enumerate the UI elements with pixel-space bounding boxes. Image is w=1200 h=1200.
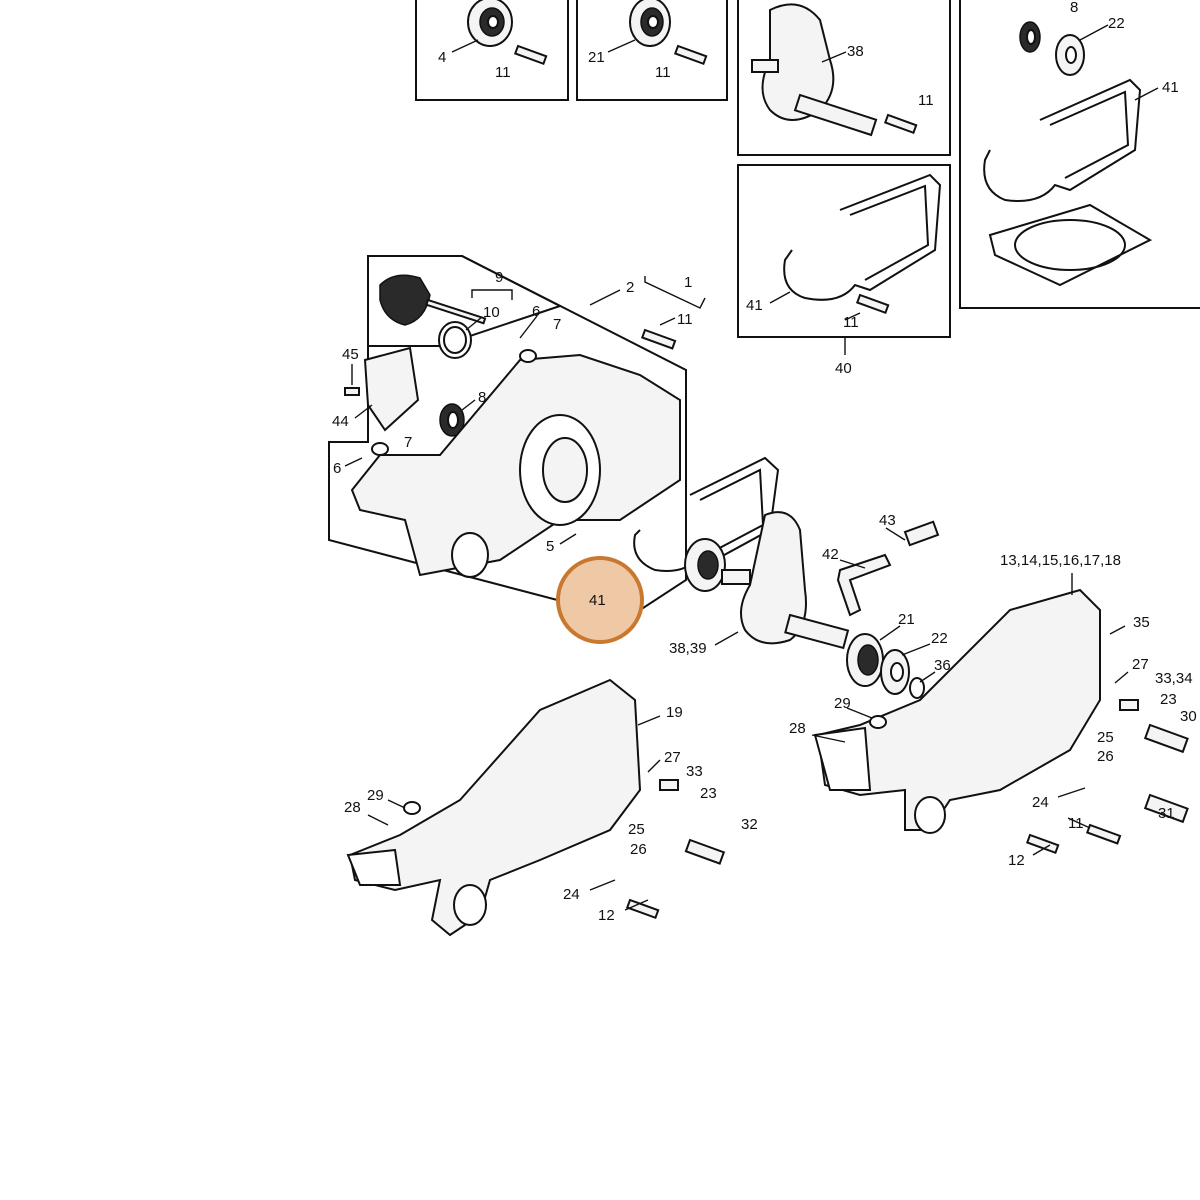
- callout-33b: 33: [686, 763, 703, 780]
- callout-29b: 29: [367, 787, 384, 804]
- callout-1: 1: [684, 274, 692, 291]
- callout-43: 43: [879, 512, 896, 529]
- callout-labels: 4 11 21 11 38 11 8 22 41 41 11 40 9 2 1 …: [332, 0, 1197, 924]
- callout-27b: 27: [664, 749, 681, 766]
- callout-25b: 25: [628, 821, 645, 838]
- cover-44[interactable]: [363, 346, 420, 432]
- callout-22b: 22: [931, 630, 948, 647]
- callout-7a: 7: [553, 316, 561, 333]
- callout-11d: 11: [843, 314, 859, 331]
- callout-25a: 25: [1097, 729, 1114, 746]
- callout-24a: 24: [1032, 794, 1049, 811]
- callout-28a: 28: [789, 720, 806, 737]
- callout-23a: 23: [1160, 691, 1177, 708]
- callout-21b: 21: [898, 611, 915, 628]
- callout-5: 5: [546, 538, 554, 555]
- housing-13-18[interactable]: [813, 588, 1101, 834]
- crankshaft-38-39[interactable]: [721, 511, 850, 650]
- callout-28b: 28: [344, 799, 361, 816]
- callout-12b: 12: [598, 907, 615, 924]
- fasteners: [344, 328, 1189, 920]
- callout-22a: 22: [1108, 15, 1125, 32]
- callout-21a: 21: [588, 49, 605, 66]
- callout-40: 40: [835, 360, 852, 377]
- callout-11b: 11: [655, 64, 671, 81]
- callout-6a: 6: [532, 303, 540, 320]
- bearing-21-seal-22[interactable]: [846, 633, 925, 699]
- callout-9: 9: [495, 269, 503, 286]
- callout-27a: 27: [1132, 656, 1149, 673]
- callout-6b: 6: [333, 460, 341, 477]
- callout-26a: 26: [1097, 748, 1114, 765]
- highlighted-callout-41[interactable]: 41: [556, 556, 644, 644]
- callout-29a: 29: [834, 695, 851, 712]
- box-bearing-4[interactable]: [415, 0, 569, 101]
- box-crankshaft-38[interactable]: [737, 0, 951, 156]
- seal-8[interactable]: [439, 403, 465, 437]
- pipe-42-43[interactable]: [836, 520, 940, 617]
- callout-31: 31: [1158, 805, 1175, 822]
- callout-7b: 7: [404, 434, 412, 451]
- callout-8b: 8: [478, 389, 486, 406]
- callout-33-34a: 33,34: [1155, 670, 1193, 687]
- callout-11f: 11: [1068, 815, 1084, 832]
- callout-12a: 12: [1008, 852, 1025, 869]
- callout-41b: 41: [746, 297, 763, 314]
- callout-26b: 26: [630, 841, 647, 858]
- callout-41a: 41: [1162, 79, 1179, 96]
- callout-30: 30: [1180, 708, 1197, 725]
- bearing-38-39-side[interactable]: [684, 538, 726, 592]
- callout-38-39: 38,39: [669, 640, 707, 657]
- o-ring-10[interactable]: [438, 321, 472, 359]
- oil-pump-9[interactable]: [379, 274, 487, 326]
- callout-38a: 38: [847, 43, 864, 60]
- crankcase-2[interactable]: [350, 353, 681, 578]
- callout-4: 4: [438, 49, 446, 66]
- callout-45: 45: [342, 346, 359, 363]
- callout-11a: 11: [495, 64, 511, 81]
- callout-24b: 24: [563, 886, 580, 903]
- box-bearing-21[interactable]: [576, 0, 728, 101]
- highlight-circle[interactable]: [556, 556, 644, 644]
- callout-42: 42: [822, 546, 839, 563]
- callout-11c: 11: [918, 92, 934, 109]
- callout-23b: 23: [700, 785, 717, 802]
- callout-32: 32: [741, 816, 758, 833]
- callout-2: 2: [626, 279, 634, 296]
- callout-10: 10: [483, 304, 500, 321]
- box-gasket-set-40[interactable]: [737, 164, 951, 338]
- oil-pump-subgroup-outline: [367, 255, 563, 347]
- callout-11e: 11: [677, 311, 693, 328]
- callout-19: 19: [666, 704, 683, 721]
- housing-19[interactable]: [346, 678, 642, 937]
- box-seal-gasket-8-22-41[interactable]: [959, 0, 1200, 309]
- callout-44: 44: [332, 413, 349, 430]
- callout-36: 36: [934, 657, 951, 674]
- callout-8a: 8: [1070, 0, 1078, 16]
- callout-13-18: 13,14,15,16,17,18: [1000, 552, 1121, 569]
- callout-35: 35: [1133, 614, 1150, 631]
- highlight-label: 41: [589, 592, 606, 609]
